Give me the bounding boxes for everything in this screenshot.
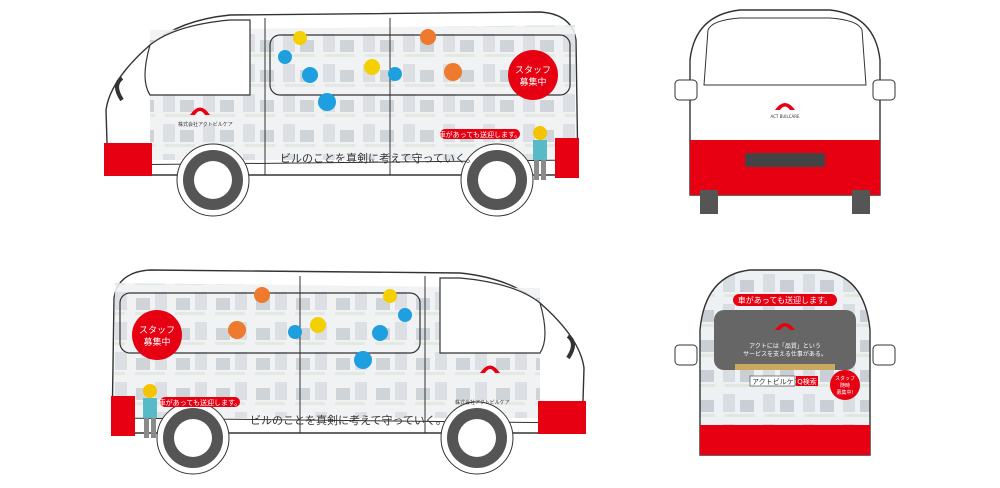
rear-pickup-banner-text: 車があっても送迎します。 xyxy=(738,295,832,305)
pickup-banner-right xyxy=(160,397,240,407)
van-side-left-view xyxy=(102,10,581,218)
rear-search-button-text: Q検索 xyxy=(797,377,817,386)
recruit-badge-line2: 募集中 xyxy=(519,76,546,88)
rear-search-box xyxy=(749,375,796,387)
slogan-right: ビルのことを真剣に考えて守っていく。 xyxy=(250,413,447,427)
van-front-view xyxy=(674,9,896,214)
rear-recruit-line2: 随時 xyxy=(840,382,850,389)
recruit-badge-right-line2: 募集中 xyxy=(143,336,170,348)
rear-message-line2: サービスを支える仕事がある。 xyxy=(743,350,827,358)
rear-recruit-line3: 募集中! xyxy=(836,389,853,396)
company-name: 株式会社アクトビルケア xyxy=(178,121,233,128)
van-rear-view xyxy=(674,269,896,456)
rear-search-term: アクトビルケア xyxy=(752,377,801,386)
recruit-badge-right xyxy=(132,310,182,360)
rear-pickup-banner xyxy=(733,294,837,306)
front-logo-text: ACT BUILCARE xyxy=(770,114,800,119)
recruit-badge-line1: スタッフ xyxy=(515,65,551,76)
recruit-badge xyxy=(508,50,558,100)
van-side-right-view xyxy=(109,268,588,476)
rear-message-line1: アクトには「品質」という xyxy=(749,342,821,350)
rear-recruit-line1: スタッフ xyxy=(835,375,855,382)
company-name-right: 株式会社アクトビルケア xyxy=(455,399,510,406)
pickup-banner-right-text: 車があっても送迎します。 xyxy=(159,398,242,407)
pickup-banner xyxy=(440,129,520,139)
rear-recruit-badge xyxy=(830,370,860,400)
recruit-badge-right-line1: スタッフ xyxy=(139,325,175,336)
pickup-banner-text: 車があっても送迎します。 xyxy=(439,130,522,139)
rear-search-button xyxy=(796,376,818,386)
slogan: ビルのことを真剣に考えて守っていく。 xyxy=(280,151,477,165)
